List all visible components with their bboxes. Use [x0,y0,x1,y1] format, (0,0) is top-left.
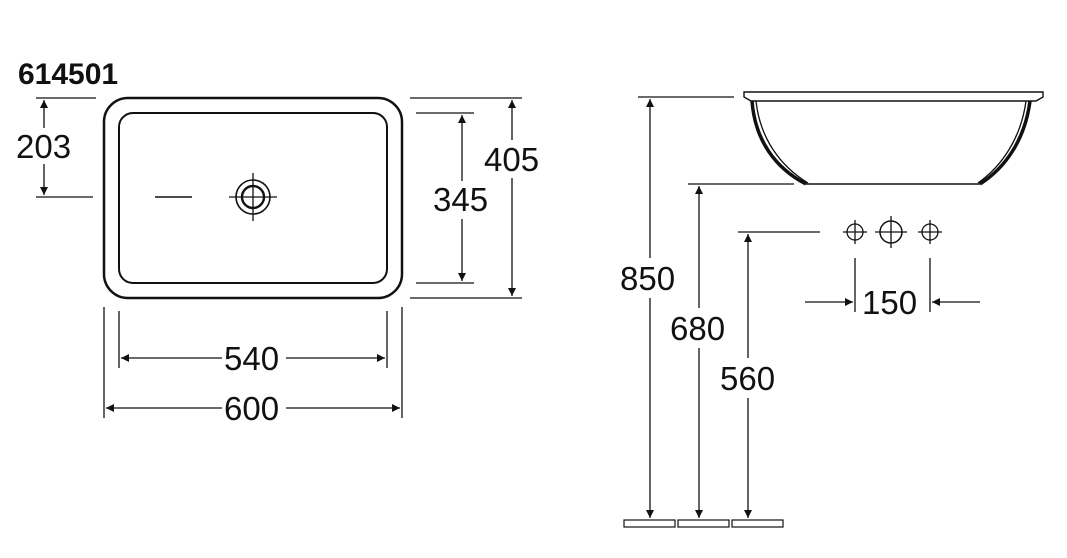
model-number: 614501 [18,58,118,91]
dim-label-600: 600 [224,390,279,427]
dim-label-345: 345 [433,181,488,218]
floor-plate-2 [677,519,730,528]
basin-outer-outline [102,96,404,300]
top-view: 203 405 345 540 600 [12,96,544,427]
tap-hole-left-symbol [843,220,867,244]
basin-inner-outline [118,112,388,284]
drain-symbol [229,173,277,221]
dim-label-850: 850 [620,260,675,297]
basin-bowl-outer-right [979,100,1032,186]
basin-rim [743,91,1044,102]
basin-bowl-inner [755,100,809,184]
dim-label-560: 560 [720,360,775,397]
tap-hole-center-symbol [875,216,907,248]
side-view: 850 680 560 [618,91,1044,528]
tap-hole-right-symbol [918,220,942,244]
basin-bowl-inner-right [977,100,1027,184]
dim-label-680: 680 [670,310,725,347]
dim-label-405: 405 [484,141,539,178]
dim-label-203: 203 [16,128,71,165]
floor-plate-1 [623,519,676,528]
basin-bowl-outer [750,100,807,186]
dim-label-540: 540 [224,340,279,377]
dim-label-150: 150 [862,284,917,321]
floor-plate-3 [731,519,784,528]
